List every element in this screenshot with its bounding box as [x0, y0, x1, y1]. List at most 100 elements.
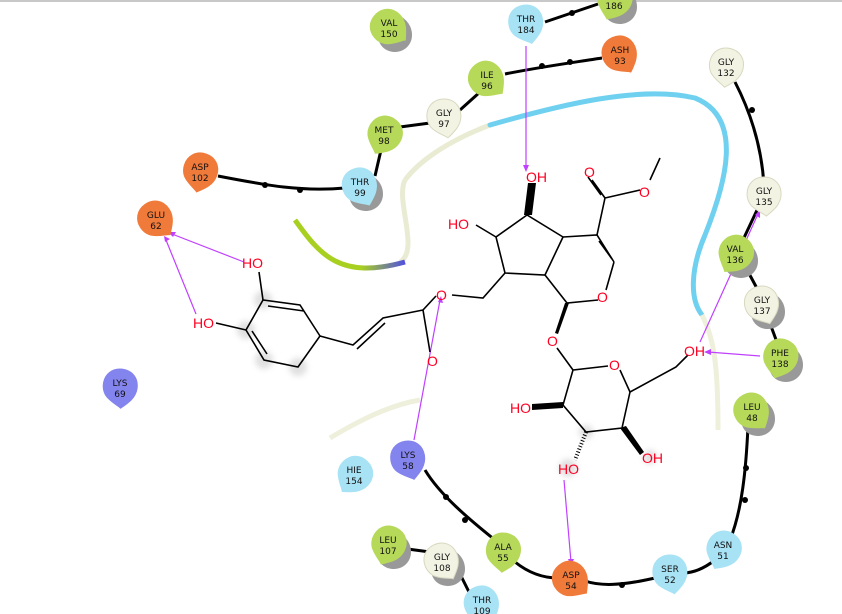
atom-oh-sugar-4: OH [642, 450, 663, 466]
residue-number: 136 [726, 256, 743, 266]
residue-droplet [337, 455, 374, 493]
residue-name: ASH [611, 46, 630, 56]
residue-gly186: 186 [597, 0, 637, 24]
residue-name: MET [375, 126, 394, 136]
residue-name: GLY [436, 109, 453, 119]
residue-name: GLY [718, 58, 735, 68]
solvent-exposure-ribbons [292, 91, 729, 441]
atom-o-methyl-ester: O [639, 184, 650, 200]
residue-name: ASP [191, 163, 209, 173]
ligand-atoms: OH HO O O O O O HO HO O O OH HO HO OH [193, 164, 705, 477]
ligand-bonds [215, 157, 689, 477]
residue-droplet [426, 98, 462, 139]
hydrogen-bonds [164, 46, 761, 566]
atom-ho-sugar-3: HO [558, 461, 579, 477]
atom-o-linker: O [436, 287, 447, 303]
residue-number: 138 [771, 360, 788, 370]
atom-ho-sugar-2: HO [510, 400, 531, 416]
atom-o-carbonyl: O [427, 353, 438, 369]
residue-name: LEU [379, 536, 396, 546]
residue-number: 107 [379, 547, 396, 557]
ribbon-green-blue [292, 218, 406, 271]
residue-number: 154 [345, 477, 362, 487]
residue-name: GLY [434, 553, 451, 563]
atom-ho-phenol-1: HO [242, 255, 263, 271]
residue-name: ALA [494, 543, 512, 553]
hbond-glu62-a [171, 233, 245, 263]
atom-ho-phenol-2: HO [193, 315, 214, 331]
residue-droplet [652, 554, 688, 595]
residue-name: ASP [562, 571, 580, 581]
residue-droplet [733, 392, 769, 429]
residue-droplet [183, 152, 219, 193]
residue-number: 58 [402, 462, 414, 472]
residue-name: GLU [147, 211, 165, 221]
residue-name: SER [661, 565, 679, 575]
residue-number: 135 [755, 198, 772, 208]
residue-droplet [485, 532, 521, 573]
residue-droplet [746, 176, 782, 217]
atom-o-sugar: O [609, 357, 620, 373]
residue-droplet [743, 285, 780, 325]
residue-name: ASN [714, 541, 733, 551]
atom-oh-ch2: OH [684, 343, 705, 359]
residue-number: 54 [565, 582, 577, 592]
residue-droplet [367, 115, 403, 154]
residue-name: THR [472, 596, 492, 606]
residue-name: VAL [381, 19, 398, 29]
residue-droplet [706, 530, 742, 569]
atom-o-carbonyl-ester: O [584, 164, 595, 180]
residue-droplet [369, 8, 407, 45]
residue-droplet [508, 4, 544, 45]
residue-number: 137 [753, 307, 770, 317]
residue-droplet [718, 234, 754, 272]
residue-droplet [601, 35, 637, 73]
residue-number: 186 [605, 2, 622, 12]
residue-number: 108 [433, 564, 450, 574]
ribbon-pale-left [398, 178, 411, 265]
atom-o-ring: O [597, 289, 608, 305]
residue-droplet [341, 167, 378, 206]
residue-droplet [597, 0, 633, 20]
atom-o-glycosidic: O [547, 333, 558, 349]
residue-name: VAL [727, 245, 744, 255]
residue-droplet [102, 368, 138, 409]
residue-droplet [390, 440, 426, 480]
window-top-border [0, 0, 842, 2]
residue-number: 69 [114, 390, 126, 400]
residue-droplet [423, 542, 459, 580]
atom-oh-top: OH [526, 169, 547, 185]
residue-droplet [763, 338, 799, 379]
ribbon-blue [487, 91, 729, 318]
residue-droplet [551, 560, 588, 597]
residue-number: 62 [150, 222, 161, 232]
residue-number: 109 [473, 607, 490, 614]
residue-name: HIE [346, 466, 361, 476]
ribbon-pale-top [403, 122, 491, 182]
residue-name: LEU [743, 403, 760, 413]
residue-number: 96 [481, 82, 493, 92]
residue-number: 132 [717, 69, 734, 79]
residue-droplet [371, 525, 407, 565]
hbond-lys58 [413, 299, 441, 441]
residue-number: 102 [191, 174, 208, 184]
